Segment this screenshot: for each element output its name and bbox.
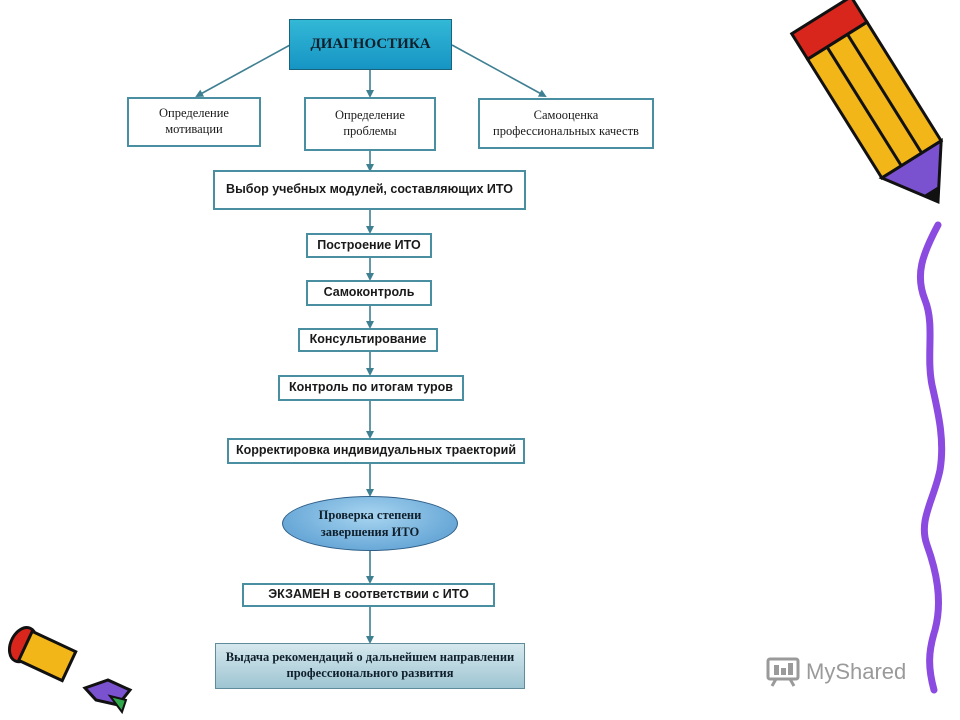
- presentation-board-icon: [766, 657, 800, 687]
- recommendations-box: Выдача рекомендаций о дальнейшем направл…: [215, 643, 525, 689]
- motivation-box: Определение мотивации: [127, 97, 261, 147]
- step-correction: Корректировка индивидуальных траекторий: [227, 438, 525, 464]
- step-consulting: Консультирование: [298, 328, 438, 352]
- arrow-header-to-selfassessment: [451, 44, 547, 97]
- step-select-modules: Выбор учебных модулей, составляющих ИТО: [213, 170, 526, 210]
- problem-box: Определение проблемы: [304, 97, 436, 151]
- step-tour-control: Контроль по итогам туров: [278, 375, 464, 401]
- self-assessment-box: Самооценка профессиональных качеств: [478, 98, 654, 149]
- step-build-ito: Построение ИТО: [306, 233, 432, 258]
- step-self-control: Самоконтроль: [306, 280, 432, 306]
- exam-box: ЭКЗАМЕН в соответствии с ИТО: [242, 583, 495, 607]
- completion-check-label: Проверка степени завершения ИТО: [318, 507, 422, 539]
- diagnostics-header: ДИАГНОСТИКА: [289, 19, 452, 70]
- arrow-header-to-motivation: [195, 44, 291, 97]
- watermark: MyShared: [766, 657, 906, 687]
- watermark-text: MyShared: [806, 659, 907, 684]
- completion-check-ellipse: Проверка степени завершения ИТО: [282, 496, 458, 551]
